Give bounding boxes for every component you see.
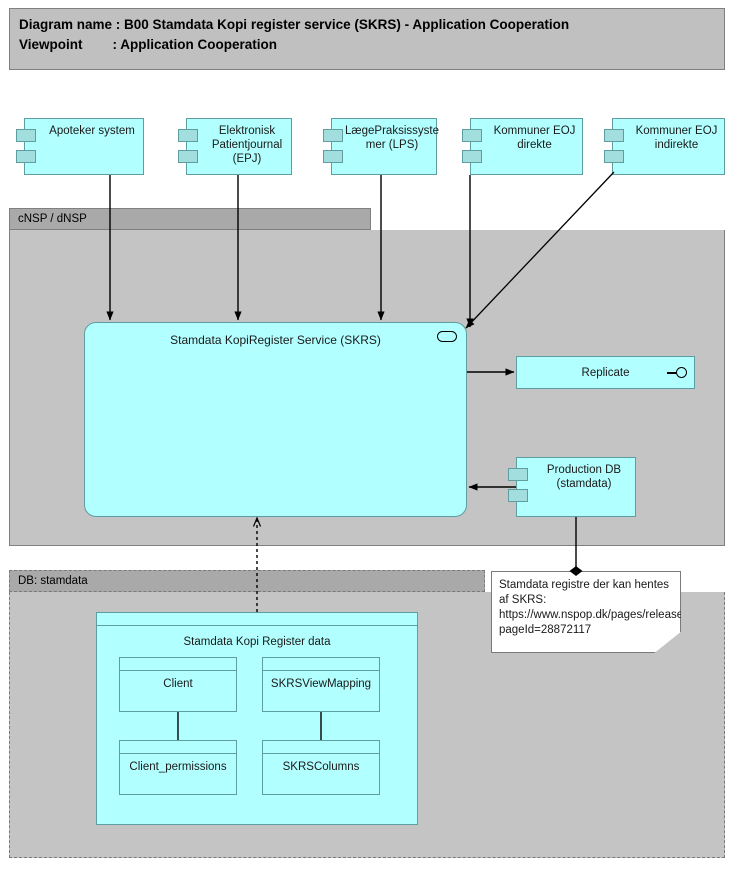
component-tab-upper-icon <box>462 129 482 142</box>
service-icon <box>437 331 457 342</box>
note-text: Stamdata registre der kan hentes af SKRS… <box>499 579 741 636</box>
provided-interface-icon <box>667 367 689 379</box>
data-object-header-bar <box>263 753 379 754</box>
stamdata-registre-note: Stamdata registre der kan hentes af SKRS… <box>491 571 681 653</box>
client-table-label: Client <box>163 678 193 690</box>
kommuner-eoj-indirekte-label: Kommuner EOJ indirekte <box>635 125 718 151</box>
skrs-service[interactable]: Stamdata KopiRegister Service (SKRS) <box>84 322 467 517</box>
group-cnsp-dnsp-tab: cNSP / dNSP <box>9 208 371 230</box>
component-tab-lower-icon <box>178 150 198 163</box>
replicate-interface[interactable]: Replicate <box>516 356 695 389</box>
group-db-stamdata-label: DB: stamdata <box>18 575 88 587</box>
stamdata-kopi-register-data-label: Stamdata Kopi Register data <box>183 636 331 648</box>
diagram-name-line: Diagram name : B00 Stamdata Kopi registe… <box>19 17 570 32</box>
apoteker-system-component[interactable]: Apoteker system <box>16 118 144 175</box>
viewpoint-line: Viewpoint : Application Cooperation <box>19 37 278 52</box>
production-db-component[interactable]: Production DB (stamdata) <box>508 457 636 517</box>
component-tab-upper-icon <box>16 129 36 142</box>
replicate-interface-label: Replicate <box>581 366 630 379</box>
kommuner-eoj-direkte-component[interactable]: Kommuner EOJ direkte <box>462 118 583 175</box>
client-permissions-table-label: Client_permissions <box>129 761 227 773</box>
group-cnsp-dnsp-label: cNSP / dNSP <box>18 213 87 225</box>
data-object-header-bar <box>120 753 236 754</box>
kommuner-eoj-direkte-label: Kommuner EOJ direkte <box>493 125 576 151</box>
skrscolumns-table[interactable]: SKRSColumns <box>262 740 380 795</box>
group-db-stamdata-tab: DB: stamdata <box>9 570 485 592</box>
laegepraksissystemer-label: LægePraksissyste mer (LPS) <box>345 125 439 151</box>
component-tab-upper-icon <box>323 129 343 142</box>
component-tab-lower-icon <box>16 150 36 163</box>
production-db-label: Production DB (stamdata) <box>546 464 622 490</box>
component-tab-upper-icon <box>178 129 198 142</box>
skrsviewmapping-table-label: SKRSViewMapping <box>270 678 372 690</box>
elektronisk-patientjournal-label: Elektronisk Patientjournal (EPJ) <box>211 125 283 165</box>
data-object-header-bar <box>263 670 379 671</box>
skrscolumns-table-label: SKRSColumns <box>282 761 360 773</box>
elektronisk-patientjournal-component[interactable]: Elektronisk Patientjournal (EPJ) <box>178 118 292 175</box>
skrs-service-label: Stamdata KopiRegister Service (SKRS) <box>170 333 381 347</box>
laegepraksissystemer-component[interactable]: LægePraksissyste mer (LPS) <box>323 118 439 175</box>
diagram-title-block: Diagram name : B00 Stamdata Kopi registe… <box>9 8 725 70</box>
component-tab-lower-icon <box>323 150 343 163</box>
client-table[interactable]: Client <box>119 657 237 712</box>
data-object-header-bar <box>97 625 417 626</box>
skrsviewmapping-table[interactable]: SKRSViewMapping <box>262 657 380 712</box>
apoteker-system-label: Apoteker system <box>49 125 135 137</box>
kommuner-eoj-indirekte-component[interactable]: Kommuner EOJ indirekte <box>604 118 725 175</box>
component-tab-upper-icon <box>604 129 624 142</box>
component-tab-lower-icon <box>462 150 482 163</box>
data-object-header-bar <box>120 670 236 671</box>
component-tab-upper-icon <box>508 468 528 481</box>
component-tab-lower-icon <box>508 489 528 502</box>
component-tab-lower-icon <box>604 150 624 163</box>
client-permissions-table[interactable]: Client_permissions <box>119 740 237 795</box>
